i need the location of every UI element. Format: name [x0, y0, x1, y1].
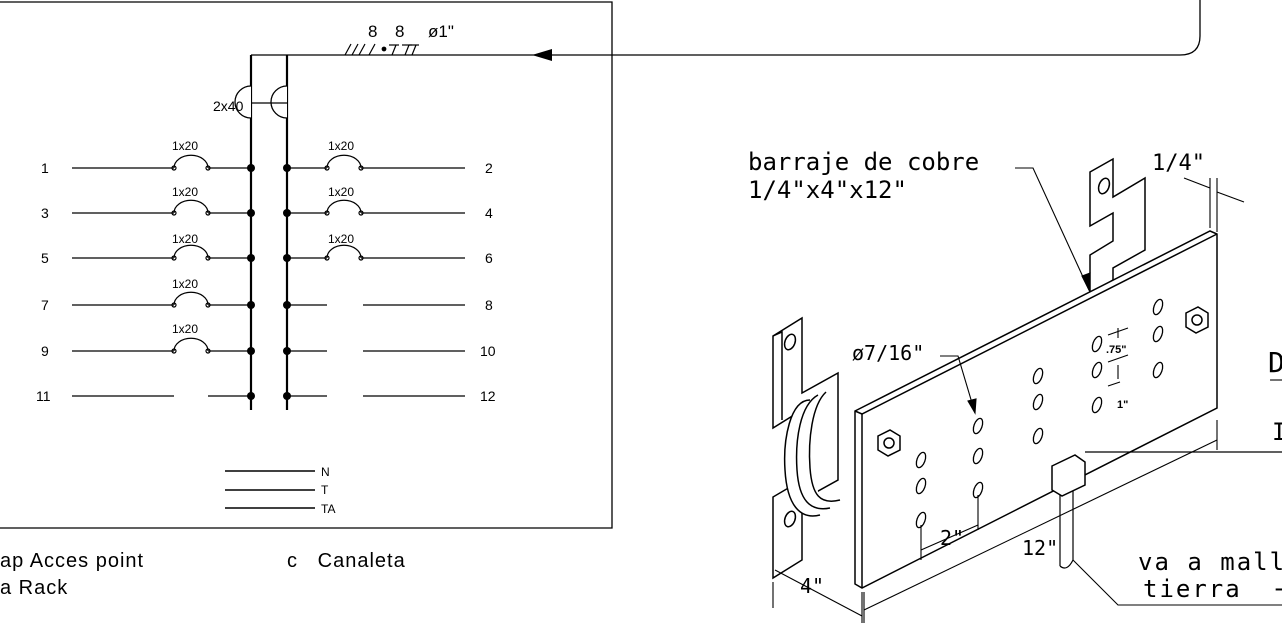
main-breaker-label: 2x40: [213, 98, 244, 114]
circuit-row: 1 2 1x20 1x20: [41, 139, 493, 176]
breaker-label-right: 1x20: [328, 232, 354, 246]
main-breaker-symbol: [234, 85, 288, 119]
dim-4: 4": [800, 574, 824, 598]
breaker-label-left: 1x20: [172, 232, 198, 246]
circuit-number-left: 7: [41, 297, 49, 313]
left-bracket: [772, 316, 841, 580]
bus-label-t: T: [321, 483, 329, 497]
circuit-number-right: 2: [485, 160, 493, 176]
spacing-1-dim: 1": [1117, 399, 1128, 411]
circuit-number-right: 8: [485, 297, 493, 313]
feeder-line: [251, 0, 1201, 56]
circuit-number-right: 10: [480, 343, 496, 359]
breaker-label-left: 1x20: [172, 322, 198, 336]
busbar-size: 1/4"x4"x12": [748, 176, 907, 204]
ground-note-1: va a malla: [1138, 548, 1282, 576]
dimension-lines: [772, 167, 1282, 623]
dim-12: 12": [1022, 536, 1058, 560]
panel-diagram: [0, 0, 1201, 529]
conduit-count-a: 8: [368, 22, 377, 41]
circuit-number-right: 12: [480, 388, 496, 404]
circuit-row: 3 4 1x20 1x20: [41, 185, 493, 221]
conduit-count-b: 8: [395, 22, 404, 41]
section-letter: D: [1268, 346, 1282, 379]
bolt-left: [877, 429, 901, 457]
busbar-title: barraje de cobre: [748, 148, 979, 176]
thickness-dim: 1/4": [1152, 151, 1205, 176]
legend-rack: a Rack: [0, 577, 68, 599]
circuit-row: 5 6 1x20 1x20: [41, 232, 493, 266]
ground-lug: [1051, 451, 1282, 569]
conduit-diameter: ø1": [428, 22, 454, 41]
bus-junction-dots: [247, 164, 291, 400]
conductor-ticks: [344, 43, 419, 56]
circuit-number-right: 6: [485, 250, 493, 266]
dim-2: 2": [940, 526, 964, 550]
circuit-number-left: 11: [36, 388, 51, 404]
circuit-row: 11 12: [36, 388, 496, 404]
circuit-row: 9 10 1x20: [41, 322, 496, 359]
legend-access-point: ap Acces point: [0, 550, 144, 572]
breaker-label-left: 1x20: [172, 185, 198, 199]
breaker-label-right: 1x20: [328, 139, 354, 153]
circuit-rows: 1 2 1x20 1x20 3 4 1x20 1x20 5 6 1x20 1x2…: [36, 139, 496, 404]
bus-label-ta: TA: [321, 502, 335, 516]
breaker-label-left: 1x20: [172, 139, 198, 153]
section-letter-2: I: [1272, 418, 1282, 446]
feeder-arrow: [532, 49, 552, 61]
bolt-right: [1185, 306, 1209, 334]
circuit-number-left: 1: [41, 160, 49, 176]
circuit-lines: [72, 154, 465, 397]
circuit-number-right: 4: [485, 205, 493, 221]
ground-note-2: tierra −: [1143, 575, 1282, 603]
panel-frame: [0, 1, 613, 529]
spacing-75-dim: .75": [1106, 344, 1127, 356]
bus-label-n: N: [321, 465, 330, 479]
neutral-ground-lines: [225, 470, 315, 509]
legend-canaleta: c Canaleta: [287, 550, 406, 572]
circuit-number-left: 3: [41, 205, 49, 221]
circuit-number-left: 5: [41, 250, 49, 266]
breaker-label-right: 1x20: [328, 185, 354, 199]
circuit-row: 7 8 1x20: [41, 277, 493, 313]
circuit-number-left: 9: [41, 343, 49, 359]
busbar-holes: [915, 298, 1164, 529]
busbar-drawing: [772, 157, 1282, 623]
breaker-label-left: 1x20: [172, 277, 198, 291]
hole-diameter-dim: ø7/16": [852, 341, 924, 365]
